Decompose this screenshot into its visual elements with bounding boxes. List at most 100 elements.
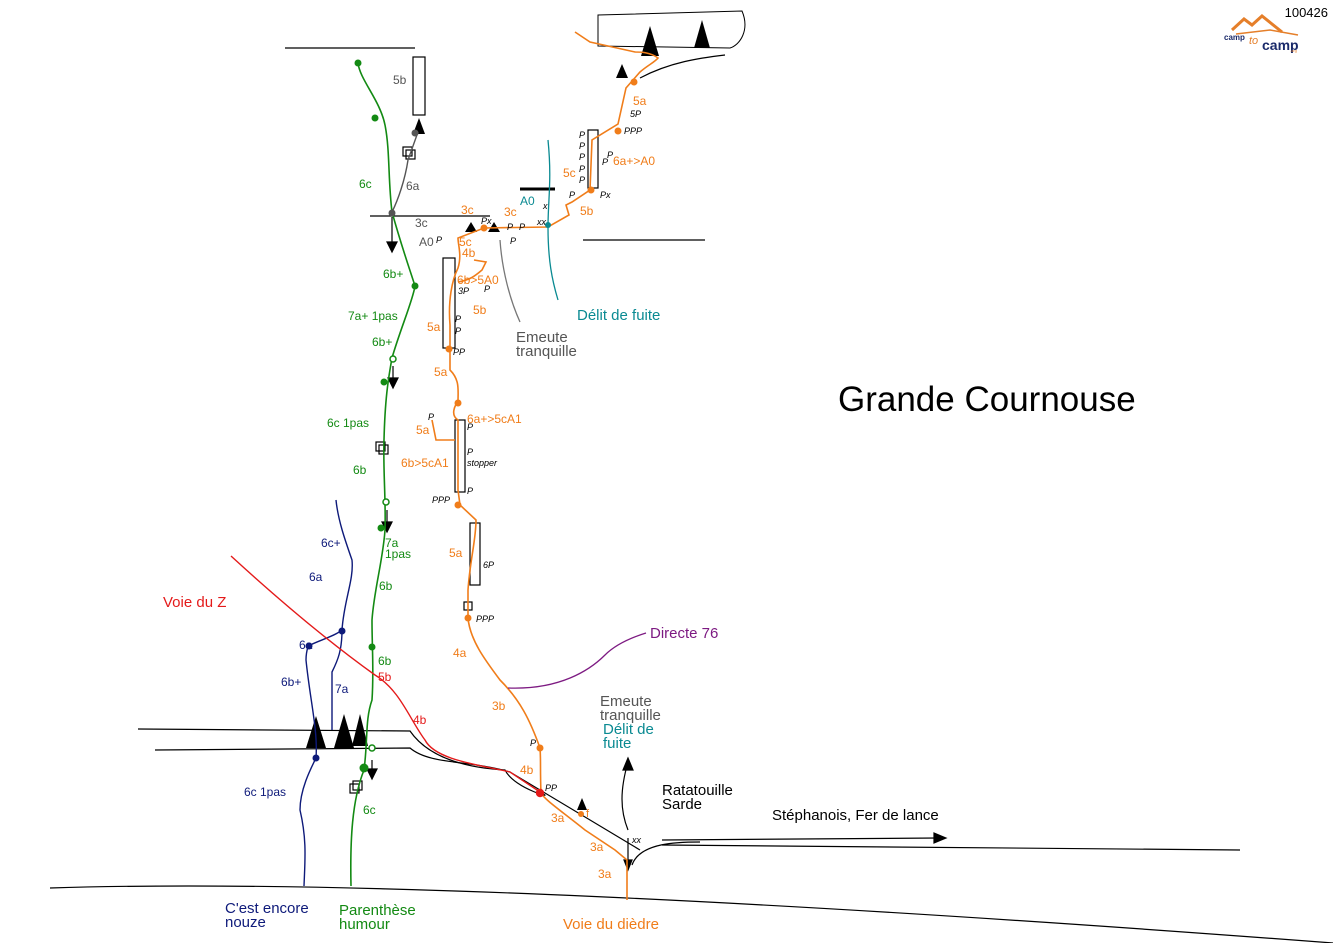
pitons: P <box>579 141 585 151</box>
grade: 7a <box>385 536 399 550</box>
route-parenthese-humour <box>349 62 416 887</box>
pitons: PP <box>453 347 465 357</box>
grade: 3a <box>590 840 604 854</box>
route-name-voie-du-diedre: Voie du dièdre <box>563 916 659 933</box>
pitons: P <box>510 236 516 246</box>
grade: 6b>5A0 <box>457 273 499 287</box>
grade: 6b <box>379 579 393 593</box>
approach-emeute-line1: Emeute <box>600 693 652 710</box>
parenthese-grade-labels: 6c 6b 6b 7a 1pas 6b 6c 1pas 6b+ 7a+ 1pas… <box>327 177 411 817</box>
pitons: x <box>542 201 548 211</box>
route-delit-de-fuite <box>547 139 559 301</box>
grade: 6c 1pas <box>327 416 369 430</box>
pitons: P <box>455 314 461 324</box>
pitons: xx <box>536 217 547 227</box>
gray-grade: A0 <box>419 235 434 249</box>
grade: 6b>5cA1 <box>401 456 449 470</box>
route-voie-du-z <box>230 555 545 798</box>
grade: 3b <box>492 699 506 713</box>
gray-grade: 6a <box>406 179 420 193</box>
grade: 6b+ <box>383 267 403 281</box>
route-name-stephanois: Stéphanois, Fer de lance <box>772 807 939 824</box>
grade: 6b+ <box>281 675 301 689</box>
grade: 3a <box>551 811 565 825</box>
grade: 3a <box>598 867 612 881</box>
gray-grade: 5b <box>393 73 407 87</box>
grade: 6c 1pas <box>244 785 286 799</box>
route-name-nouze-line1: C'est encore <box>225 900 309 917</box>
pitons: P <box>507 222 513 232</box>
route-name-parenthese-line2: humour <box>339 916 390 933</box>
gray-labels: 5b 6a 3c A0 <box>393 73 434 249</box>
grade: 6a+>A0 <box>613 154 655 168</box>
grade: 5a <box>434 365 448 379</box>
protection-labels: PP P PPP 6P PPP P stopper P P P PP P P 3… <box>428 109 642 845</box>
grade: 5a <box>427 320 441 334</box>
pitons: P <box>467 422 473 432</box>
grade: 6c+ <box>321 536 341 550</box>
pitons: P <box>484 284 490 294</box>
route-emeute-tranquille <box>499 239 521 323</box>
grade: 5b <box>378 670 392 684</box>
grade: 6b <box>378 654 392 668</box>
approach-delit-line2: fuite <box>603 735 631 752</box>
grade: 4a <box>453 646 467 660</box>
grade: 7a+ 1pas <box>348 309 398 323</box>
grade: 5c <box>563 166 576 180</box>
grade: 1pas <box>385 547 411 561</box>
terrain <box>49 10 1333 943</box>
pitons: P <box>530 738 536 748</box>
grade: 6c <box>359 177 372 191</box>
pitons: PP <box>545 783 557 793</box>
route-name-emeute-line1: Emeute <box>516 329 568 346</box>
delit-belay <box>545 222 551 228</box>
nouze-belays <box>305 627 346 762</box>
camptocamp-logo: camp to camp .org <box>1224 14 1299 53</box>
pitons: P <box>519 222 525 232</box>
grade: 6c <box>363 803 376 817</box>
pitons: P <box>428 412 434 422</box>
pitons: P <box>467 486 473 496</box>
pitons: Px <box>600 190 611 200</box>
grade: 3c <box>504 205 517 219</box>
route-name-emeute-line2: tranquille <box>516 343 577 360</box>
pitons: xx <box>631 835 642 845</box>
grade: 5a <box>416 423 430 437</box>
pitons: P <box>436 235 442 245</box>
logo-suffix: .org <box>1290 48 1297 53</box>
grade: 7a <box>335 682 349 696</box>
stopper: stopper <box>467 458 498 468</box>
grade: 6a <box>309 570 323 584</box>
pitons: P <box>579 152 585 162</box>
pitons: P <box>455 326 461 336</box>
grade: 6b+ <box>372 335 392 349</box>
logo-text-camp2: camp <box>1262 37 1299 53</box>
grade: 5a <box>633 94 647 108</box>
route-name: Voie du Z <box>163 594 226 611</box>
pitons: Px <box>481 216 492 226</box>
route-directe-76 <box>507 632 647 689</box>
route-name-directe-76: Directe 76 <box>650 625 718 642</box>
grade: 6a <box>299 638 313 652</box>
pitons: P <box>607 150 613 160</box>
grade: 3c <box>461 203 474 217</box>
pitons: 6P <box>483 560 494 570</box>
approach-emeute-line2: tranquille <box>600 707 661 724</box>
pitons: 5P <box>630 109 641 119</box>
pitons: P <box>579 130 585 140</box>
route-name-parenthese-line1: Parenthèse <box>339 902 416 919</box>
diedre-belays <box>445 78 638 817</box>
pitons: P <box>579 175 585 185</box>
gray-variant <box>388 129 419 217</box>
pitons: P <box>579 164 585 174</box>
route-name-ratatouille-line1: Ratatouille <box>662 782 733 799</box>
pitons: 3P <box>458 286 469 296</box>
grade: 6a+>5cA1 <box>467 412 522 426</box>
parenthese-belays <box>354 59 419 773</box>
grade: 4b <box>462 246 476 260</box>
approach-delit-line1: Délit de <box>603 721 654 738</box>
voie-du-z-labels: Voie du Z 4b 5b <box>163 594 427 727</box>
pitons: PPP <box>476 614 494 624</box>
pitons: P <box>467 447 473 457</box>
